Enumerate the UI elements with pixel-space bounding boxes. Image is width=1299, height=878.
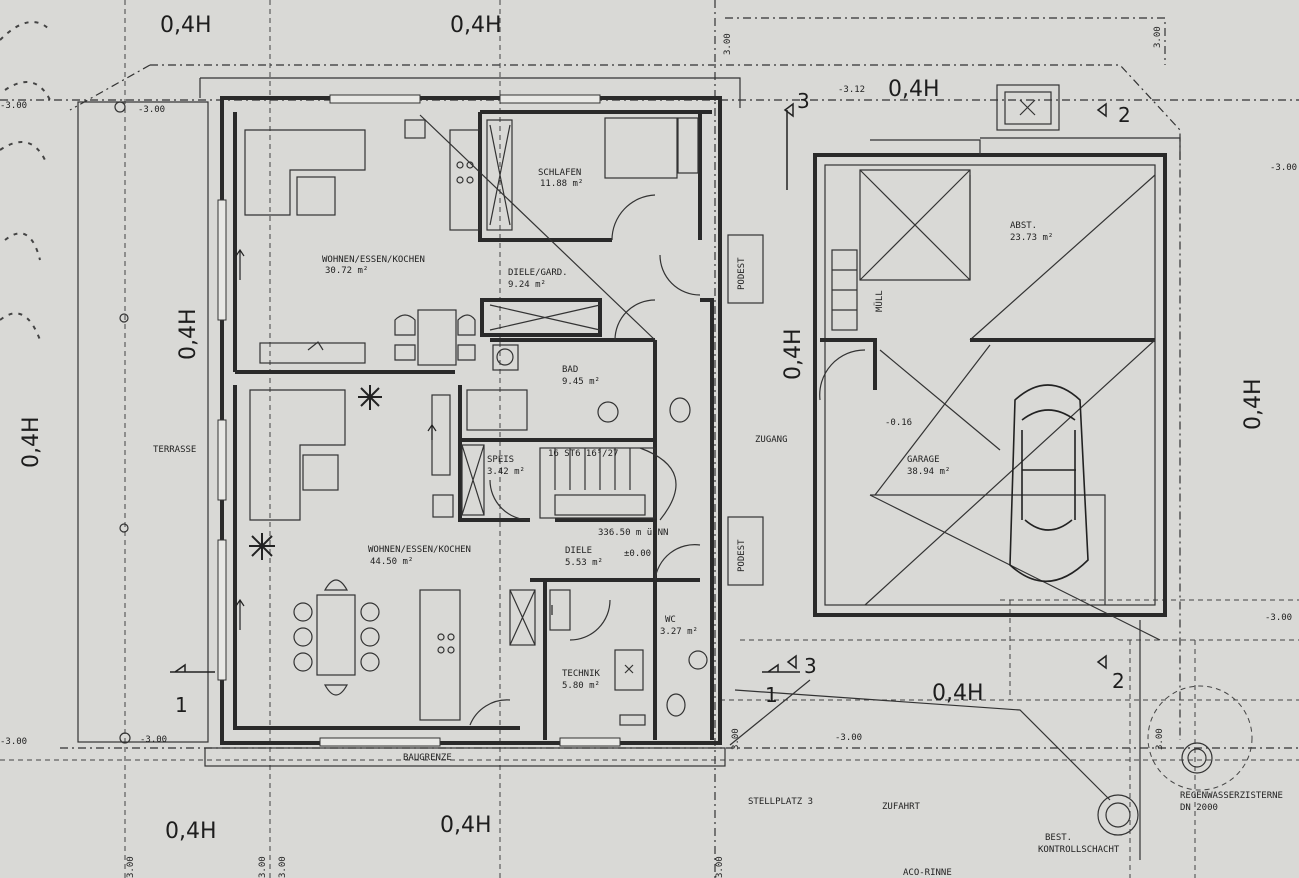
section-number: 3 [797,89,810,113]
baugrenze-label: BAUGRENZE [403,753,452,763]
room-area-wohnen-oben: 30.72 m² [325,266,368,276]
room-name-abst: ABST. [1010,221,1037,231]
kontrollschacht-label: BEST. [1045,833,1072,843]
level-label: 3.00 [715,856,725,878]
distance-label: 0,4H [19,416,44,468]
room-area-schlafen: 11.88 m² [540,179,583,189]
bedroom-furniture [419,114,699,341]
room-name-bad: BAD [562,365,578,375]
level-label: 3.00 [258,856,268,878]
plant-icons [249,385,382,560]
distance-label: 0,4H [888,77,940,102]
level-label: -3.00 [140,735,167,745]
exterior-bottom [729,620,1253,860]
section-number: 1 [765,683,778,707]
distance-label: 0,4H [176,308,201,360]
level-label: -3.12 [838,85,865,95]
muell-label: MÜLL [874,290,885,312]
section-number: 2 [1112,669,1125,693]
podest-upper [727,234,764,304]
room-name-garage: GARAGE [907,455,940,465]
room-name-diele-gard: DIELE/GARD. [508,268,568,278]
distance-label: 0,4H [1241,378,1266,430]
level-label: -3.00 [0,101,27,111]
room-name-speis: SPEIS [487,455,514,465]
room-name-schlafen: SCHLAFEN [538,168,581,178]
room-area-abst: 23.73 m² [1010,233,1053,243]
room-area-technik: 5.80 m² [562,681,600,691]
technik-wc [549,544,708,726]
bin-icon [996,84,1060,131]
room-area-wohnen-unten: 44.50 m² [370,557,413,567]
arrow-icons [235,248,553,630]
level-label: -3.00 [1265,613,1292,623]
section-number: 2 [1118,103,1131,127]
room-area-speis: 3.42 m² [487,467,525,477]
distance-label: 0,4H [165,819,217,844]
distance-label: 0,4H [932,681,984,706]
level-label: 3.00 [731,728,741,750]
level-label: 3.00 [723,33,733,55]
level-label: -3.00 [835,733,862,743]
distance-label: 0,4H [781,328,806,380]
zisterne-label: REGENWASSERZISTERNE [1180,791,1283,801]
zufahrt-label: ZUFAHRT [882,802,921,812]
podest-lower [727,516,764,586]
room-area-diele-gard: 9.24 m² [508,280,546,290]
speis-shelves [461,444,531,521]
terrace-markers [114,101,131,744]
house-walls [199,77,741,767]
level-label: -3.00 [138,105,165,115]
zisterne-label: DN 2000 [1180,803,1218,813]
room-name-diele: DIELE [565,546,592,556]
level-label: 3.00 [278,856,288,878]
section-number: 1 [175,693,188,717]
vegetation-hatching [0,21,51,341]
podest-label: PODEST [737,257,747,290]
room-name-wohnen-unten: WOHNEN/ESSEN/KOCHEN [368,545,471,555]
room-area-wc: 3.27 m² [660,627,698,637]
podest-door-upper [659,254,701,296]
garage-walls [813,137,1181,641]
windows [217,94,621,747]
zugang-label: ZUGANG [755,435,788,445]
room-name-wohnen-oben: WOHNEN/ESSEN/KOCHEN [322,255,425,265]
terrace-outline [77,101,209,743]
stellplatz-label: STELLPLATZ 3 [748,797,813,807]
level-label: -3.00 [0,737,27,747]
level-label: -3.00 [1270,163,1297,173]
car-icon [1009,384,1089,583]
reference-height: 336.50 m ü.NN [598,528,668,538]
kontrollschacht-label: KONTROLLSCHACHT [1038,845,1120,855]
stairs-label: 16 ST6 16⁵/27 [548,449,618,459]
room-area-diele: 5.53 m² [565,558,603,568]
level-label: 3.00 [1155,728,1165,750]
level-label: 3.00 [1153,26,1163,48]
podest-label: PODEST [737,539,747,572]
aco-rinne-label: ACO-RINNE [903,868,952,878]
section-number: 3 [804,654,817,678]
level-label: 3.00 [126,856,136,878]
room-area-bad: 9.45 m² [562,377,600,387]
distance-label: 0,4H [160,13,212,38]
level-zero: ±0.00 [624,549,651,559]
room-name-wc: WC [665,615,676,625]
staircase [539,447,677,521]
kitchen-top [244,119,481,366]
level-garage: -0.16 [885,418,912,428]
distance-label: 0,4H [450,13,502,38]
room-name-technik: TECHNIK [562,669,601,679]
terrasse-label: TERRASSE [153,445,196,455]
distance-label: 0,4H [440,813,492,838]
section-markers [170,102,1107,673]
room-area-garage: 38.94 m² [907,467,950,477]
bath-fixtures [466,299,691,431]
